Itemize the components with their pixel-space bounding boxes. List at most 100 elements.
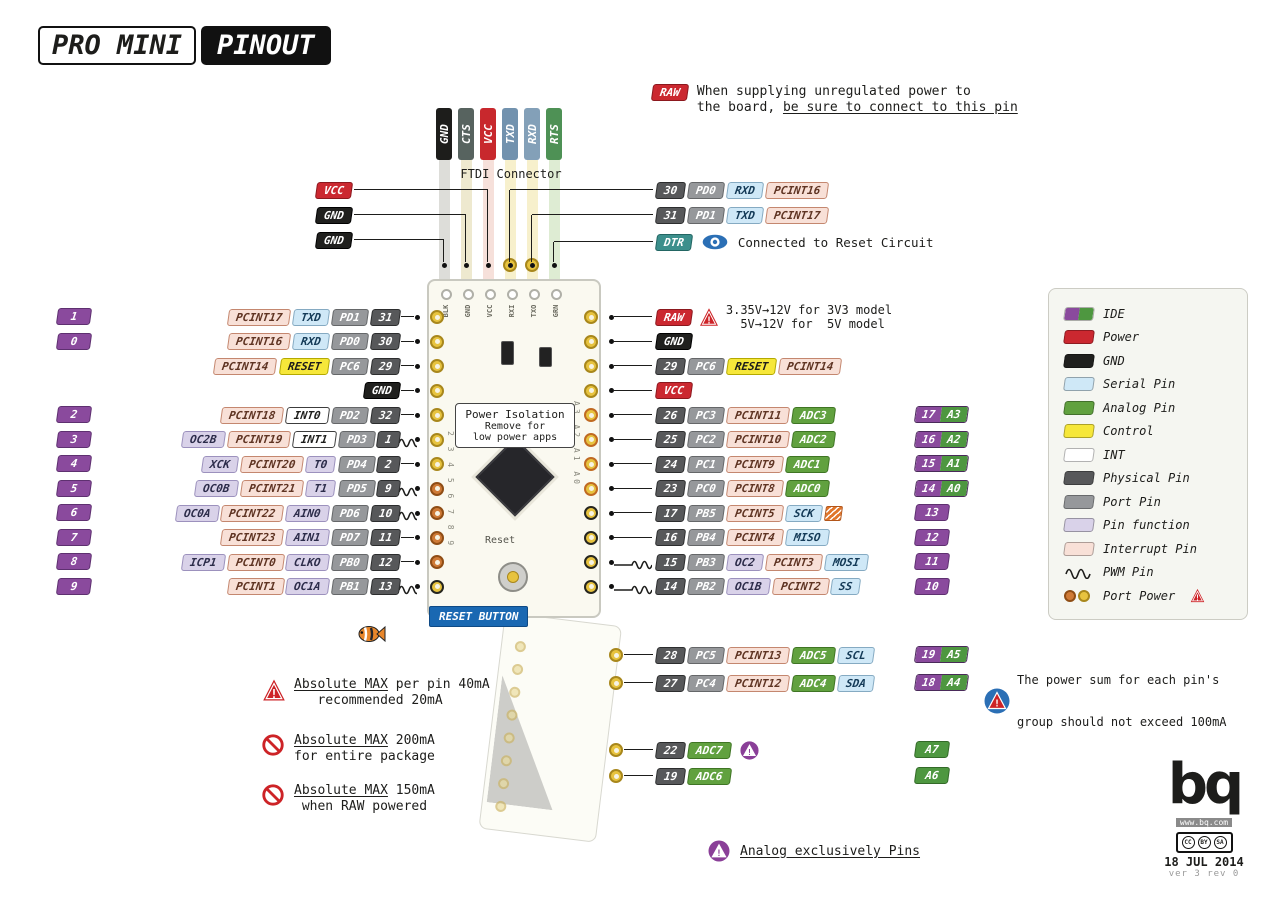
badge-pcint8: PCINT8 — [725, 480, 785, 497]
pin-lead-dot — [507, 262, 513, 268]
badge-pcint16: PCINT16 — [764, 181, 830, 199]
raw-voltage-note: 3.35V→12V for 3V3 model 5V→12V for 5V mo… — [725, 303, 893, 331]
legend-item-power: Power — [1063, 326, 1232, 350]
badge-pcint9: PCINT9 — [725, 455, 785, 473]
badge-32: 32 — [369, 406, 402, 424]
ide-analog-name: A0 — [940, 479, 968, 497]
legend-swatch-ide — [1063, 306, 1095, 321]
pin-lead-dot — [608, 339, 614, 344]
wire-vertical — [531, 215, 532, 262]
pin-lead-dot — [608, 535, 614, 540]
legend-swatch-func — [1063, 518, 1095, 533]
wire — [510, 189, 653, 190]
wire — [554, 241, 653, 242]
badge-1: 1 — [376, 431, 402, 448]
badge-pcint21: PCINT21 — [239, 480, 305, 497]
no-entry-icon — [262, 784, 284, 806]
analog-only-warning-icon: ! — [708, 840, 730, 862]
ide-digital-number: 18 — [914, 674, 943, 691]
board-silk-rxi: RXI — [508, 304, 516, 318]
badge-icp1: ICP1 — [180, 553, 226, 571]
ide-pin-badge: 0 — [55, 332, 93, 350]
raw-note-text: When supplying unregulated power to the … — [697, 84, 1018, 116]
ftdi-stripe-cts — [460, 158, 472, 280]
legend-item-port-power: Port Power! — [1064, 584, 1232, 608]
badge-adc6: ADC6 — [687, 767, 732, 785]
pin-lead-dot — [414, 314, 420, 320]
legend-label: Interrupt Pin — [1103, 541, 1197, 556]
badge-30: 30 — [654, 181, 687, 199]
legend-label: Control — [1103, 424, 1154, 439]
wire — [624, 775, 653, 776]
svg-text:!: ! — [716, 849, 721, 859]
badge-adc7: ADC7 — [687, 741, 732, 759]
pin-lead-dot — [608, 559, 614, 565]
legend-pwm-squiggle — [1064, 565, 1094, 580]
badge-pc0: PC0 — [687, 480, 726, 497]
solder-pad — [584, 530, 598, 545]
badge-10: 10 — [369, 504, 402, 522]
raw-badge: RAW — [650, 84, 690, 101]
solder-pad — [609, 743, 623, 757]
badge-scl: SCL — [836, 646, 876, 664]
pin-lead-dot — [414, 559, 420, 565]
wire — [401, 414, 414, 415]
bq-logo-block: bq www.bq.com ccbysa 18 JUL 2014 ver 3 r… — [1156, 757, 1252, 880]
power-isolation-line2: low power apps — [472, 432, 558, 443]
ide-digital-number: 14 — [914, 479, 943, 497]
board-silk-vcc: VCC — [486, 304, 494, 318]
analog-exclusive-note: ! Analog exclusively Pins — [708, 840, 920, 862]
badge-int0: INT0 — [285, 406, 331, 424]
solder-pad — [584, 334, 598, 349]
solder-pad — [430, 334, 444, 349]
legend-port-power-swatch — [1064, 589, 1094, 602]
reset-button — [498, 562, 528, 592]
badge-pcint3: PCINT3 — [764, 553, 823, 571]
legend-swatch-power — [1063, 330, 1095, 345]
badge-sda: SDA — [836, 674, 876, 692]
wire — [401, 365, 414, 366]
badge-oc0a: OC0A — [174, 504, 220, 522]
wire — [624, 749, 653, 750]
badge-reset: RESET — [725, 357, 778, 375]
pwm-wire — [398, 483, 420, 496]
legend-swatch-port — [1063, 494, 1095, 509]
ide-pin-badge: A7 — [913, 741, 951, 758]
pin-lead-dot — [608, 437, 614, 442]
badge-14: 14 — [654, 578, 687, 595]
no-entry-icon — [262, 734, 284, 756]
pin-lead-dot — [414, 584, 420, 589]
component-capacitor — [539, 347, 552, 367]
svg-text:!: ! — [994, 699, 1000, 710]
badge-pcint18: PCINT18 — [219, 406, 285, 424]
warning-triangle-icon: ! — [262, 678, 286, 702]
ide-analog-name: A4 — [940, 674, 968, 691]
badge-pcint22: PCINT22 — [219, 504, 285, 522]
solder-pad — [430, 579, 444, 594]
badge-vcc: VCC — [314, 181, 354, 199]
badge-sck: SCK — [784, 504, 823, 522]
ide-pin-badge: 11 — [913, 553, 951, 570]
solder-pad — [584, 457, 598, 471]
warning-rest: per pin 40mA — [387, 677, 490, 692]
badge-pb0: PB0 — [330, 553, 369, 571]
wire — [401, 463, 414, 464]
power-sum-text: The power sum for each pin's group shoul… — [1017, 673, 1227, 729]
ghost-pad — [511, 663, 524, 676]
warning-underlined: Absolute MAX — [294, 733, 388, 748]
badge-31: 31 — [369, 308, 402, 326]
badge-pcint2: PCINT2 — [771, 578, 830, 595]
solder-pad — [430, 555, 444, 569]
ide-pin-badge: 8 — [55, 553, 93, 570]
badge-dtr: DTR — [654, 233, 694, 251]
ftdi-stripe-gnd — [438, 158, 450, 280]
